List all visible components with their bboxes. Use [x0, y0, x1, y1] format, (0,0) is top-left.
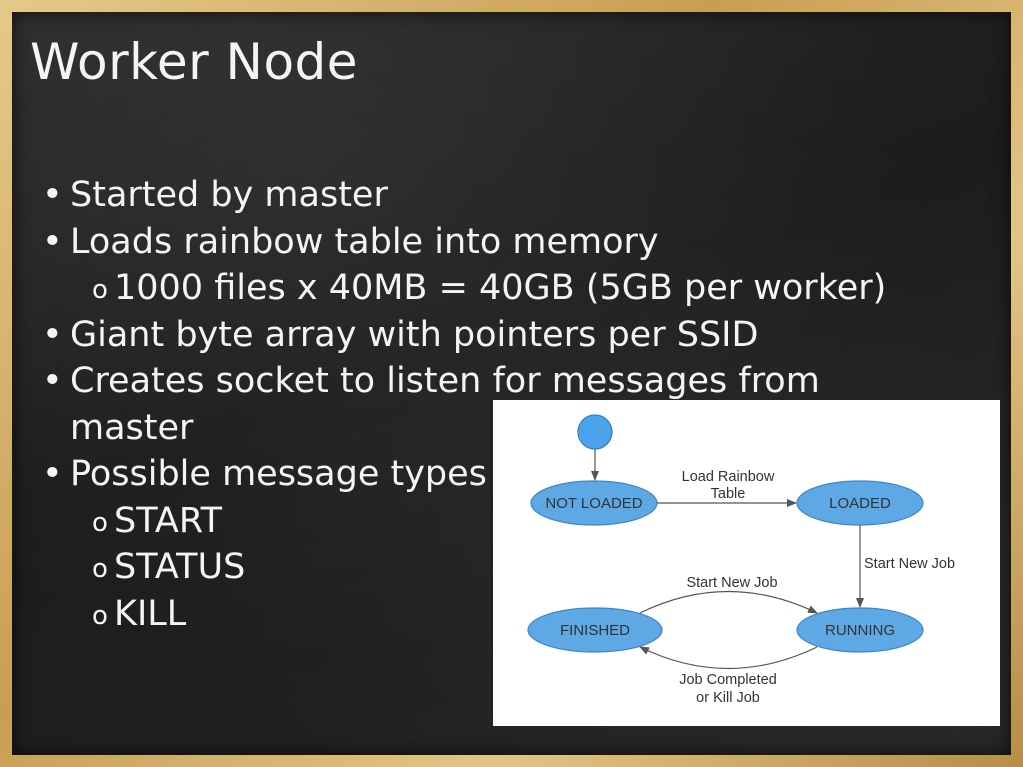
bullet-text: Loads rainbow table into memory [70, 221, 659, 262]
label-start-new-job-right: Start New Job [864, 556, 955, 572]
bullet-item: • Giant byte array with pointers per SSI… [34, 312, 994, 359]
sub-bullet-item: o START [34, 498, 994, 545]
sub-bullet-marker: o [92, 554, 108, 584]
sub-bullet-marker: o [92, 275, 108, 305]
state-label-loaded: LOADED [829, 495, 891, 512]
bullet-marker: • [42, 221, 63, 262]
state-label-running: RUNNING [825, 622, 895, 639]
bullet-marker: • [42, 175, 63, 215]
state-finished: FINISHED [527, 607, 663, 653]
sub-bullet-text: KILL [114, 593, 187, 634]
label-job-completed-line1: Job Completed [679, 672, 777, 688]
bullet-marker: • [42, 361, 63, 401]
state-diagram: NOT LOADED LOADED FINISHED RUNNING Load … [493, 400, 1000, 726]
sub-bullet-marker: o [92, 507, 108, 538]
sub-bullet-text: STATUS [114, 547, 246, 587]
bullet-continuation: master [34, 405, 994, 452]
label-start-new-job-top: Start New Job [686, 575, 777, 591]
bullet-item: • Possible message types [34, 451, 994, 498]
initial-state-node [577, 414, 613, 450]
chalkboard: Worker Node • Started by master • Loads … [12, 12, 1011, 755]
bullet-text: Creates socket to listen for messages fr… [70, 361, 820, 401]
state-diagram-svg: NOT LOADED LOADED FINISHED RUNNING Load … [527, 414, 955, 706]
bullet-text: master [70, 407, 194, 448]
state-label-not-loaded: NOT LOADED [545, 495, 642, 512]
bullet-text: Possible message types [70, 454, 487, 494]
slide-title: Worker Node [30, 33, 359, 91]
label-job-completed-line2: or Kill Job [696, 690, 760, 706]
sub-bullet-item: o KILL [34, 591, 994, 638]
bullet-text: Started by master [70, 175, 388, 215]
label-load-line1: Load Rainbow [682, 469, 775, 485]
sub-bullet-text: 1000 files x 40MB = 40GB (5GB per worker… [114, 268, 887, 308]
label-load-line2: Table [711, 486, 746, 502]
sub-bullet-item: o 1000 files x 40MB = 40GB (5GB per work… [34, 265, 994, 312]
state-not-loaded: NOT LOADED [530, 480, 658, 526]
sub-bullet-marker: o [92, 600, 108, 631]
bullet-marker: • [42, 314, 63, 355]
bullet-marker: • [42, 454, 63, 494]
transition-finished-to-running [639, 590, 818, 614]
sub-bullet-text: START [114, 500, 222, 541]
bullet-item: • Loads rainbow table into memory [34, 219, 994, 266]
bullet-item: • Creates socket to listen for messages … [34, 358, 994, 405]
bullet-list: • Started by master • Loads rainbow tabl… [34, 172, 994, 637]
transition-running-to-finished [639, 646, 818, 670]
state-label-finished: FINISHED [560, 622, 630, 639]
sub-bullet-item: o STATUS [34, 544, 994, 591]
bullet-text: Giant byte array with pointers per SSID [70, 314, 759, 355]
bullet-item: • Started by master [34, 172, 994, 219]
state-loaded: LOADED [796, 480, 924, 526]
state-running: RUNNING [796, 607, 924, 653]
